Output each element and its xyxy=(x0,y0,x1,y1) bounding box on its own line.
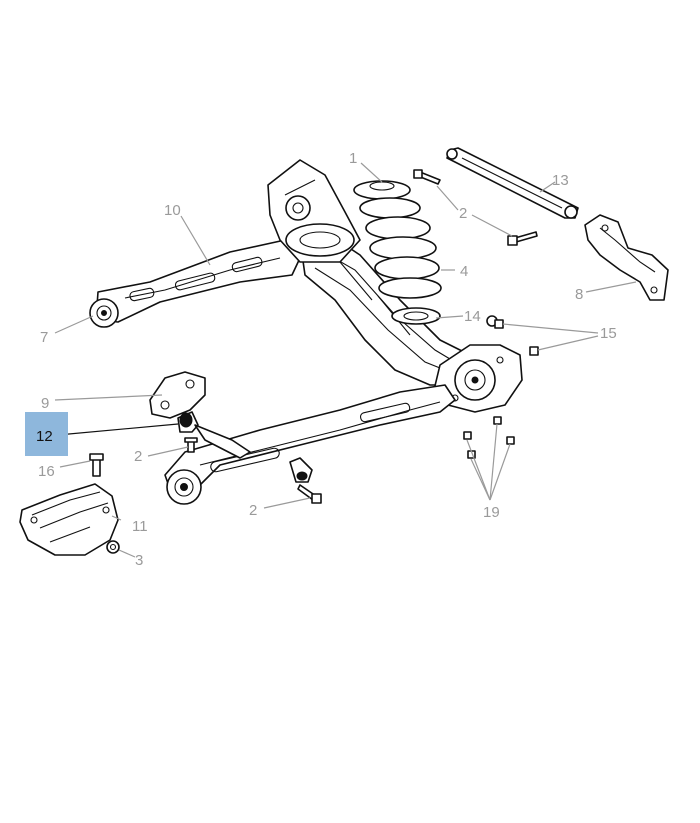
bolt-19a xyxy=(463,431,472,440)
callout-15: 15 xyxy=(600,325,617,342)
shock-mount xyxy=(289,457,313,483)
callout-1: 1 xyxy=(349,150,357,167)
highlight-box-12 xyxy=(25,412,68,456)
coil-spring xyxy=(353,180,442,325)
callout-2-lower-left: 2 xyxy=(134,448,142,465)
bushing xyxy=(177,411,251,459)
callout-16: 16 xyxy=(38,463,55,480)
callout-9: 9 xyxy=(41,395,49,412)
bolt-16 xyxy=(89,453,104,477)
callout-12: 12 xyxy=(36,428,53,445)
callout-3: 3 xyxy=(135,552,143,569)
callout-2-lower: 2 xyxy=(249,502,257,519)
callout-2-upper: 2 xyxy=(459,205,467,222)
bolt-19b xyxy=(493,416,502,425)
trailing-arm-lower xyxy=(164,384,456,505)
nut-15a xyxy=(494,319,504,329)
trailing-arm-upper xyxy=(89,239,301,328)
mount-bracket xyxy=(149,371,206,419)
bolt-upper-a xyxy=(413,169,441,185)
callout-4: 4 xyxy=(460,263,468,280)
callout-14: 14 xyxy=(464,308,481,325)
left-knuckle xyxy=(267,159,361,263)
bolt-19c xyxy=(506,436,515,445)
lateral-link xyxy=(446,147,579,219)
callout-labels: 1 2 2 2 3 4 7 8 9 10 11 12 13 14 15 16 1… xyxy=(36,150,617,569)
bolt-lower-b xyxy=(297,484,322,504)
shield-bracket xyxy=(19,483,119,556)
nut-3 xyxy=(106,540,120,554)
callout-7: 7 xyxy=(40,329,48,346)
nut-15b xyxy=(529,346,539,356)
right-hub-bracket xyxy=(433,344,523,413)
leader-lines xyxy=(54,162,637,558)
callout-13: 13 xyxy=(552,172,569,189)
callout-11: 11 xyxy=(132,518,148,535)
bolt-upper-b xyxy=(507,231,538,246)
callout-10: 10 xyxy=(164,202,181,219)
callout-8: 8 xyxy=(575,286,583,303)
callout-19: 19 xyxy=(483,504,500,521)
bracket-right xyxy=(584,214,669,301)
bolt-lower-a xyxy=(184,437,198,453)
